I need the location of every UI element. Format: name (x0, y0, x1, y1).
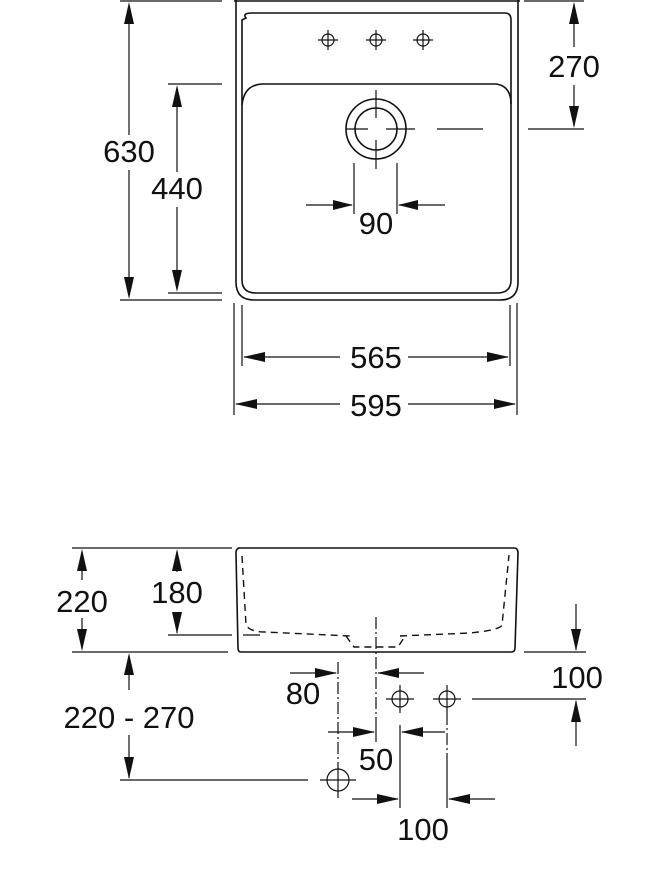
dim-label-630: 630 (103, 134, 155, 169)
mounting-hole-icon (320, 662, 356, 798)
dim-label-440: 440 (151, 171, 203, 206)
dimension-440: 440 (151, 83, 222, 294)
dim-label-180: 180 (151, 575, 203, 610)
bowl-edge (241, 83, 512, 106)
dimension-220: 220 (56, 547, 232, 653)
rear-tap-hole-1-icon (386, 685, 414, 713)
dim-label-50: 50 (359, 742, 393, 777)
dim-label-220-270: 220 - 270 (64, 700, 195, 735)
tap-hole-center-icon (366, 30, 386, 50)
dimension-100-drop: 100 (472, 604, 603, 746)
side-view: 220 180 220 - 270 (56, 547, 603, 847)
dim-label-595: 595 (350, 388, 402, 423)
tap-hole-right-icon (413, 30, 433, 50)
dimension-50: 50 (328, 725, 445, 808)
dim-label-80: 80 (286, 676, 320, 711)
basin-side-outline (235, 547, 519, 653)
rear-tap-hole-2-icon (433, 685, 461, 760)
dimension-220-270: 220 - 270 (64, 653, 308, 781)
bowl-inner-profile (241, 554, 510, 637)
dim-label-565: 565 (350, 340, 402, 375)
dimension-180: 180 (151, 549, 260, 636)
dim-label-270: 270 (548, 49, 600, 84)
dimension-630: 630 (103, 0, 222, 301)
dimension-270: 270 (524, 0, 600, 130)
dimension-565: 565 (241, 305, 511, 375)
dimension-100-spacing: 100 (352, 760, 495, 847)
basin-outer-outline (235, 0, 519, 301)
waste-outlet-icon (345, 90, 483, 169)
dim-label-100-drop: 100 (551, 660, 603, 695)
basin-inner-rim (241, 12, 512, 294)
dim-label-220: 220 (56, 584, 108, 619)
top-view: 630 440 270 90 565 (103, 0, 600, 423)
dimension-80: 80 (286, 668, 424, 711)
dimension-595: 595 (233, 303, 518, 423)
dimension-90: 90 (306, 163, 445, 241)
dim-label-90: 90 (359, 206, 393, 241)
waste-fitting (345, 635, 406, 648)
tap-hole-left-icon (318, 30, 338, 50)
dim-label-100-spacing: 100 (397, 812, 449, 847)
